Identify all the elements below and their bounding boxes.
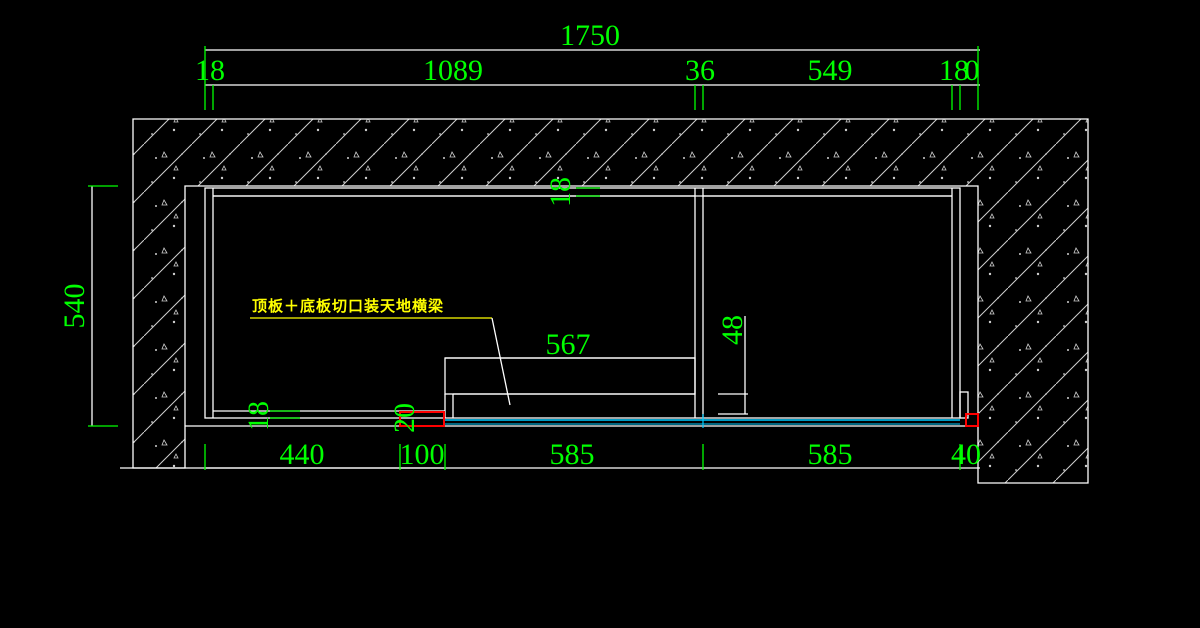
dim-board-bottom: 18 [242, 401, 275, 431]
height-dimension-lines [88, 185, 118, 427]
dim-bottom-5: 40 [951, 438, 981, 471]
dim-top-5: 18 [939, 54, 969, 87]
dim-overall-width: 1750 [560, 19, 620, 52]
dim-top-6: 0 [965, 54, 980, 87]
annotation-leader [491, 317, 511, 406]
dim-bottom-3: 585 [550, 438, 595, 471]
dim-height: 540 [58, 284, 91, 329]
dim-top-2: 1089 [423, 54, 483, 87]
top-dimension-lines [204, 46, 980, 110]
dim-beam-width: 567 [546, 328, 591, 361]
cabinet-frame [204, 187, 969, 419]
dim-top-4: 549 [808, 54, 853, 87]
annotation-text: 顶板＋底板切口装天地横梁 [252, 297, 444, 315]
dim-bottom-small: 20 [388, 403, 421, 433]
dim-bottom-4: 585 [808, 438, 853, 471]
dim-bottom-1: 440 [280, 438, 325, 471]
red-marker-right [965, 413, 979, 427]
dim-board-top: 18 [544, 177, 577, 207]
red-marker-left [399, 411, 445, 427]
bottom-dimension-lines [204, 444, 980, 470]
inner-dim-marks [270, 187, 748, 419]
dim-beam-height: 48 [716, 315, 749, 345]
dim-bottom-2: 100 [400, 438, 445, 471]
dim-top-1: 18 [195, 54, 225, 87]
cross-beam [444, 357, 696, 418]
dim-top-3: 36 [685, 54, 715, 87]
